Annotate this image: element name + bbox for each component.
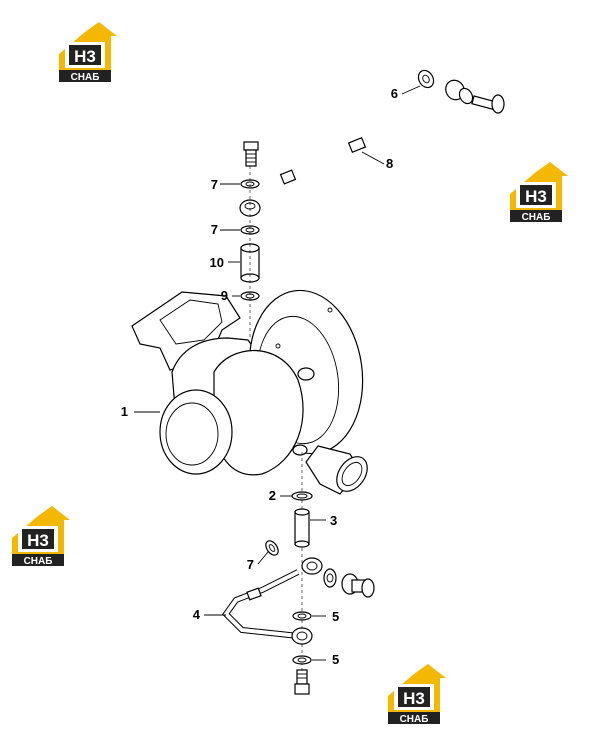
callout-5-upper: 5	[332, 609, 339, 624]
callout-10: 10	[210, 255, 224, 270]
callout-7-middle: 7	[211, 222, 218, 237]
banjo-bolt-top	[243, 141, 259, 167]
watermark-badge-text: H3	[74, 47, 96, 66]
washer-part-5-upper	[292, 611, 312, 621]
watermark-logo-bottom: H3 СНАБ	[388, 664, 446, 725]
oil-feed-tube-part-8	[250, 93, 464, 208]
banjo-fitting-top-right	[445, 79, 474, 105]
drain-adapter-part-3	[294, 508, 310, 548]
watermark-logo-top-left: H3 СНАБ	[59, 22, 117, 83]
banjo-bolt-top-right	[471, 94, 505, 114]
callout-2: 2	[269, 488, 276, 503]
watermark-logo-top-right: H3 СНАБ	[510, 162, 568, 223]
callout-leaders	[134, 85, 421, 661]
callout-8: 8	[386, 156, 393, 171]
banjo-bolt-side-lower	[341, 573, 375, 598]
watermark-sub-text: СНАБ	[400, 714, 429, 725]
callout-7-upper: 7	[211, 177, 218, 192]
turbocharger-part-1	[131, 289, 368, 495]
side-washer-lower	[323, 568, 337, 588]
watermark-logo-left: H3 СНАБ	[12, 506, 70, 567]
callout-9: 9	[221, 288, 228, 303]
callout-3: 3	[330, 513, 337, 528]
watermark-badge-text: H3	[27, 531, 49, 550]
washer-part-5-lower	[292, 655, 312, 665]
callout-4: 4	[193, 607, 201, 622]
callout-5-lower: 5	[332, 652, 339, 667]
watermark-badge-text: H3	[525, 187, 547, 206]
callout-7-lower: 7	[247, 557, 254, 572]
watermark-badge-text: H3	[403, 689, 425, 708]
watermark-sub-text: СНАБ	[71, 72, 100, 83]
watermark-sub-text: СНАБ	[24, 556, 53, 567]
callout-6: 6	[391, 86, 398, 101]
oil-return-tube-part-4	[222, 557, 323, 645]
callout-1: 1	[121, 404, 128, 419]
banjo-bolt-bottom	[294, 669, 310, 695]
watermark-sub-text: СНАБ	[522, 212, 551, 223]
washer-part-7-lower	[265, 540, 279, 556]
gasket-part-2	[291, 491, 313, 501]
washer-part-6	[417, 69, 435, 89]
